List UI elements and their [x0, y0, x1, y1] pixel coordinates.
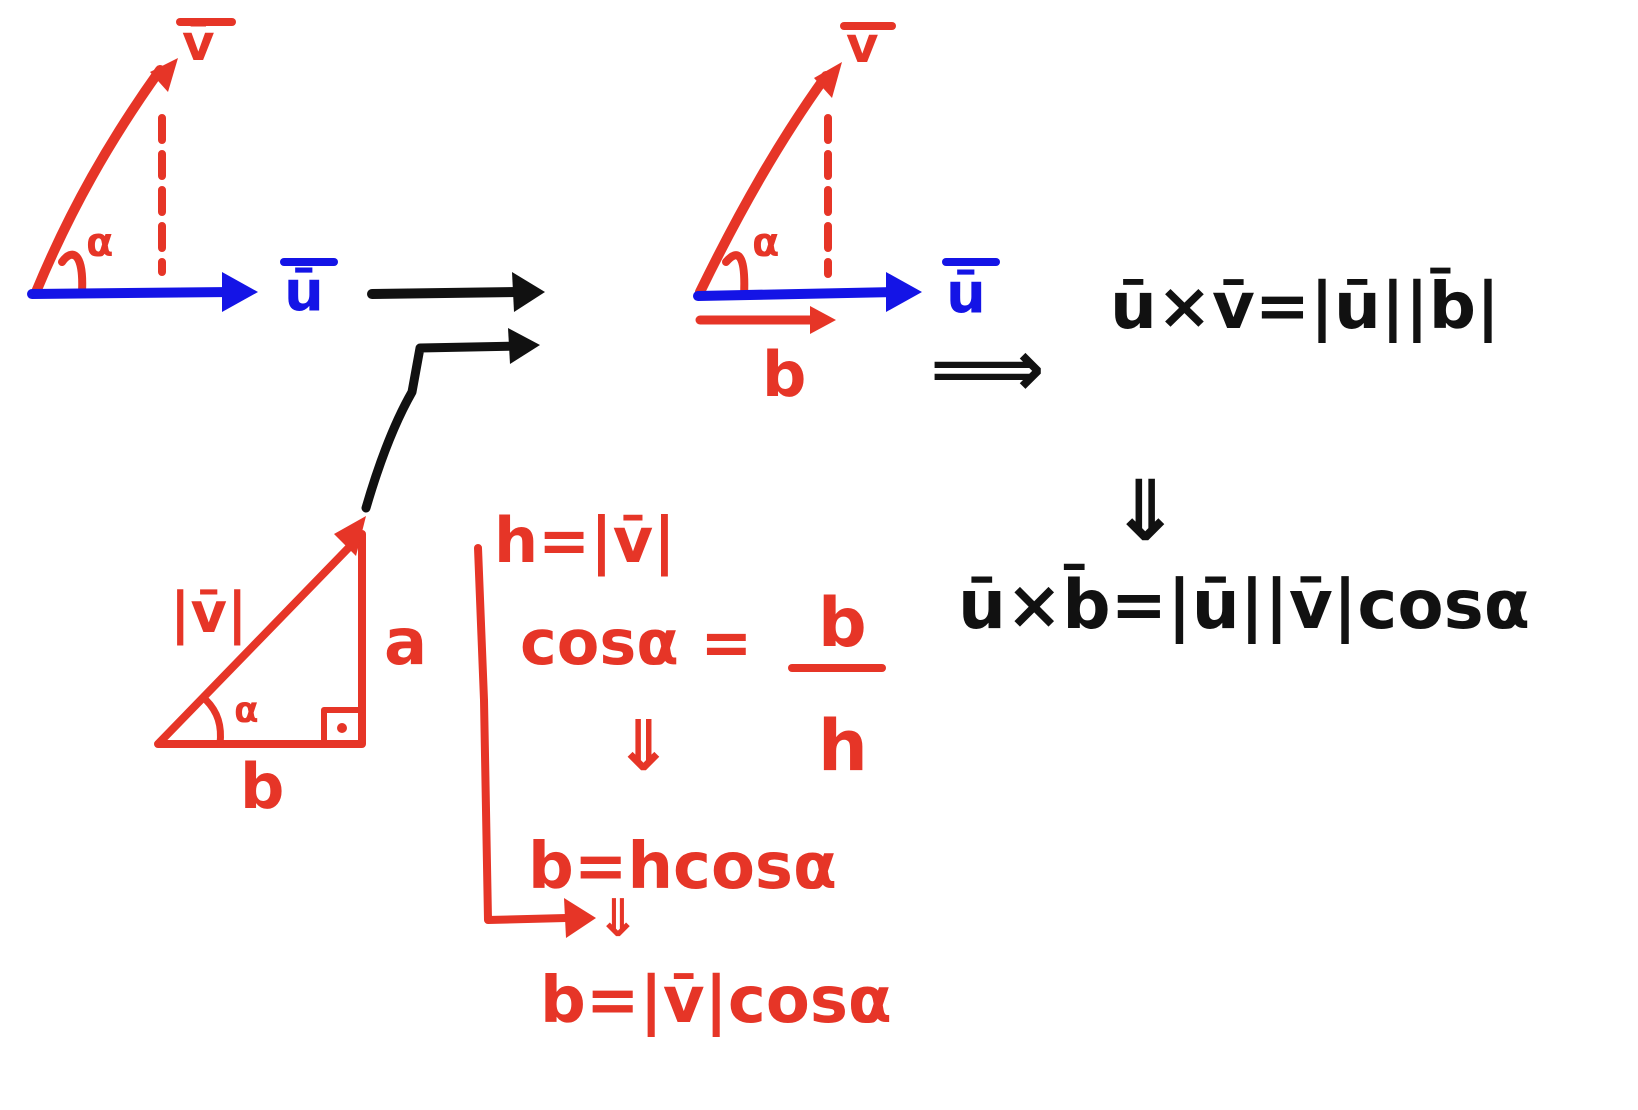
right-angle-dot — [337, 723, 347, 733]
triangle-angle-label: α — [234, 690, 259, 731]
triangle-hypotenuse-arrowhead — [334, 516, 366, 556]
vector-u-arrow-2 — [693, 287, 901, 301]
derivation-fraction-numerator: b — [818, 584, 867, 663]
transition-arrow-from-triangle — [361, 341, 525, 513]
transition-arrows — [361, 272, 545, 513]
panel-vector-diagram-1: v̄ ū α — [27, 14, 338, 324]
derivation-line-1: h=|v̄| — [494, 504, 676, 578]
derivation-implies-2: ⇓ — [596, 889, 640, 949]
derivation-section: h=|v̄| cosα = b h ⇓ b=hcosα ⇓ b=|v̄|cosα — [474, 504, 892, 1038]
angle-label: α — [86, 220, 113, 266]
right-triangle: |v̄| a b α — [154, 516, 427, 823]
result-equation-1: ū×v̄=|ū||b̄| — [1110, 267, 1500, 344]
vector-u-arrow — [27, 287, 237, 299]
result-implies-down: ⇓ — [1110, 462, 1180, 560]
vector-v-label: v̄ — [182, 14, 215, 72]
transition-arrow-lower-head — [508, 328, 540, 364]
result-implies-arrow: ⟹ — [930, 322, 1045, 415]
triangle-hypotenuse-label: |v̄| — [170, 581, 247, 646]
angle-arc-2 — [722, 251, 749, 300]
derivation-line-4: b=|v̄|cosα — [540, 964, 892, 1038]
derivation-implies-1: ⇓ — [614, 705, 673, 787]
vector-u-label: ū — [284, 259, 324, 324]
transition-arrow-top — [367, 287, 525, 299]
transition-arrow-top-head — [512, 272, 545, 312]
triangle-angle-arc — [202, 696, 224, 748]
triangle-outline — [154, 530, 366, 748]
projection-b-label: b — [762, 338, 806, 411]
result-equation-2: ū×b̄=|ū||v̄|cosα — [958, 564, 1530, 645]
projection-b-arrowhead — [810, 306, 836, 334]
vector-v-arrow — [31, 65, 165, 297]
vector-v-arrow-2 — [695, 71, 831, 297]
vector-u-label-2: ū — [946, 261, 986, 326]
derivation-line-3: b=hcosα — [528, 830, 837, 904]
panel-vector-diagram-2: v̄ ū α b — [693, 16, 1000, 411]
vector-v-label-2: v̄ — [846, 16, 879, 74]
angle-label-2: α — [752, 220, 779, 266]
vector-v-arrowhead — [150, 58, 178, 92]
vector-u-arrowhead — [222, 272, 258, 312]
right-angle-marker — [321, 707, 365, 747]
derivation-bracket-arrowhead — [564, 898, 596, 938]
angle-arc — [58, 250, 87, 296]
derivation-fraction-denominator: h — [818, 705, 868, 787]
result-section: ⟹ ū×v̄=|ū||b̄| ⇓ ū×b̄=|ū||v̄|cosα — [930, 267, 1530, 645]
derivation-line-2-left: cosα = — [520, 606, 752, 679]
vector-v-arrowhead-2 — [814, 62, 842, 98]
triangle-adjacent-label: b — [240, 750, 284, 823]
vector-u-arrowhead-2 — [886, 272, 922, 312]
triangle-opposite-label: a — [384, 606, 427, 680]
derivation-bracket — [474, 544, 570, 924]
